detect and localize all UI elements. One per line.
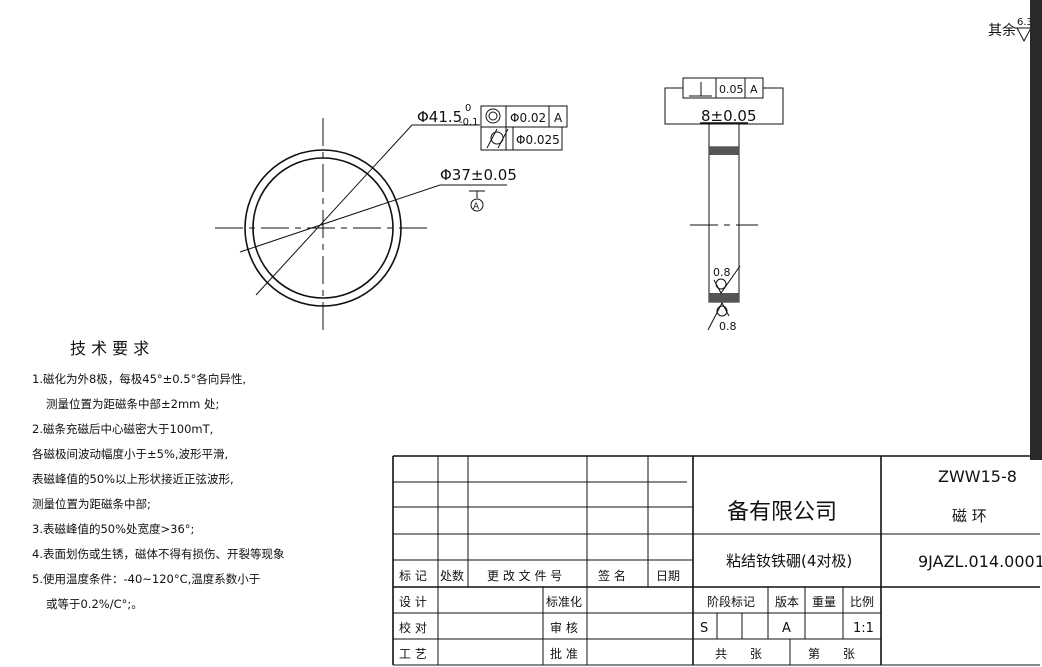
gdt-frame-concentricity: Φ0.02 A Φ0.025 (480, 105, 568, 151)
inner-diameter-leader (239, 184, 507, 253)
gdt-frame-perpendicularity: 0.05 A (664, 77, 784, 125)
roughness-top: 0.8 (713, 265, 741, 294)
model-number: ZWW15-8 (938, 467, 1017, 486)
cylindricity-value: Φ0.025 (516, 133, 560, 147)
sheet-number: 第 张 (808, 647, 855, 661)
material-name: 粘结钕铁硼(4对极) (726, 552, 852, 570)
tech-req-line: 各磁极间波动幅度小于±5%,波形平滑, (32, 447, 228, 461)
version-label: 版本 (775, 595, 799, 609)
tech-req-line: 4.表面划伤或生锈，磁体不得有损伤、开裂等现象 (32, 547, 284, 561)
tech-req-line: 表磁峰值的50%以上形状接近正弦波形, (32, 472, 234, 486)
header-mark: 标 记 (399, 569, 427, 583)
svg-text:A: A (473, 202, 480, 212)
title-block: 标 记 处数 更 改 文 件 号 签 名 日期 设 计 标准化 校 对 审 核 … (392, 455, 1042, 666)
concentricity-icon (485, 108, 501, 124)
check-label: 校 对 (399, 620, 427, 635)
hatch-top (709, 147, 739, 155)
tech-req-line: 或等于0.2%/C°;。 (46, 597, 143, 611)
width-dimension: 8±0.05 (701, 107, 757, 125)
roughness-value: 6.3 (1017, 17, 1033, 28)
stage-mark-label: 阶段标记 (707, 594, 755, 609)
stage-value: S (700, 621, 708, 636)
tech-req-line: 1.磁化为外8极，每极45°±0.5°各向异性, (32, 372, 246, 386)
review-label: 审 核 (550, 620, 578, 635)
process-label: 工 艺 (399, 647, 427, 661)
tech-req-line: 测量位置为距磁条中部±2mm 处; (46, 397, 219, 411)
header-count: 处数 (440, 568, 464, 583)
front-view: Φ41.5 0 -0.1 Φ0.02 A Φ0.025 Φ37±0.05 A (215, 103, 568, 336)
approve-label: 批 准 (550, 646, 578, 661)
header-date: 日期 (656, 569, 680, 583)
outer-tol-lower: -0.1 (459, 117, 479, 128)
other-surfaces-label: 其余 (988, 22, 1016, 39)
technical-requirements: 技 术 要 求 1.磁化为外8极，每极45°±0.5°各向异性, 测量位置为距磁… (32, 339, 284, 611)
header-change-doc: 更 改 文 件 号 (487, 568, 562, 583)
perpendicularity-icon (689, 82, 712, 97)
side-view: 0.05 A 8±0.05 0.8 0.8 (664, 77, 784, 333)
datum-a-symbol: A (469, 190, 485, 212)
tech-req-title: 技 术 要 求 (70, 339, 149, 358)
total-sheets: 共 张 (715, 647, 762, 661)
hatch-bottom (709, 293, 739, 302)
tech-req-line: 2.磁条充磁后中心磁密大于100mT, (32, 422, 213, 436)
scale-value: 1:1 (853, 621, 874, 636)
weight-label: 重量 (812, 595, 836, 609)
company-name: 备有限公司 (727, 500, 837, 525)
outer-diameter-leader (255, 124, 480, 296)
version-value: A (782, 621, 791, 636)
outer-tol-upper: 0 (465, 103, 471, 114)
perpendicularity-datum: A (750, 83, 758, 96)
drawing-number: 9JAZL.014.0001 (918, 552, 1042, 571)
scale-label: 比例 (850, 595, 874, 609)
part-name: 磁 环 (952, 507, 987, 525)
standardize-label: 标准化 (546, 595, 582, 609)
tech-req-line: 5.使用温度条件：-40~120°C,温度系数小于 (32, 572, 260, 586)
tech-req-line: 测量位置为距磁条中部; (32, 497, 151, 511)
concentricity-value: Φ0.02 (510, 111, 546, 125)
outer-diameter-text: Φ41.5 (417, 108, 462, 126)
cylindricity-icon (486, 128, 509, 149)
header-signature: 签 名 (598, 568, 626, 583)
inner-diameter-text: Φ37±0.05 (440, 166, 517, 184)
concentricity-datum: A (554, 111, 563, 125)
window-edge-strip (1030, 0, 1042, 460)
roughness-bottom: 0.8 (707, 301, 737, 333)
perpendicularity-value: 0.05 (719, 83, 744, 96)
roughness-symbol-icon (1015, 27, 1032, 43)
tech-req-line: 3.表磁峰值的50%处宽度>36°; (32, 522, 194, 536)
surface-roughness-note: 其余 6.3 (988, 17, 1033, 43)
svg-text:0.8: 0.8 (713, 266, 731, 279)
design-label: 设 计 (399, 595, 427, 609)
svg-text:0.8: 0.8 (719, 320, 737, 333)
